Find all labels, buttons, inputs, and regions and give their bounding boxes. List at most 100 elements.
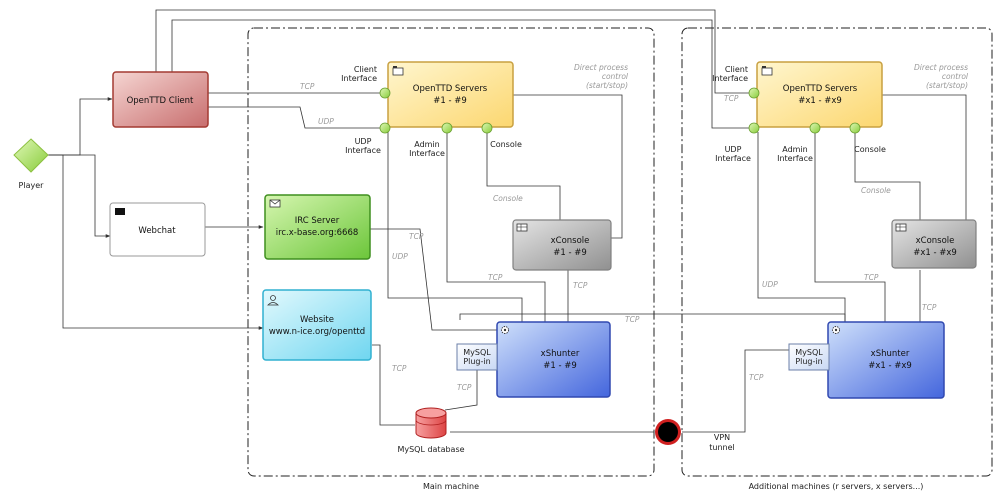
edge-admin-add xyxy=(814,132,886,322)
folder-icon xyxy=(392,66,404,76)
protocol-label: TCP xyxy=(864,273,879,282)
edge-player-website xyxy=(48,154,264,330)
console-port-add[interactable] xyxy=(849,122,861,134)
protocol-label: Console xyxy=(861,186,891,195)
irc-server-title: IRC Server xyxy=(295,216,340,226)
protocol-label: TCP xyxy=(573,281,588,290)
protocol-label: TCP xyxy=(724,94,739,103)
admin-interface-port-add[interactable] xyxy=(809,122,821,134)
openttd-servers-add-node[interactable]: OpenTTD Servers #x1 - #x9 xyxy=(756,61,883,128)
connections xyxy=(48,9,967,433)
servers-add-range: #x1 - #x9 xyxy=(798,96,842,106)
vpn-tunnel-label: tunnel xyxy=(709,443,735,452)
edge-vpn-plugin-add xyxy=(682,349,790,433)
console-port-main[interactable] xyxy=(481,122,493,134)
edge-console-add xyxy=(854,132,921,220)
vpn-tunnel-label: VPN xyxy=(714,433,730,442)
gear-icon xyxy=(832,326,840,334)
table-icon xyxy=(895,223,907,232)
mysql-plugin-add-label: Plug-in xyxy=(795,357,822,366)
xshunter-add-range: #x1 - #x9 xyxy=(868,361,912,371)
xshunter-main-range: #1 - #9 xyxy=(543,361,577,371)
edge-console-main xyxy=(486,132,561,220)
edge-client-udp-add xyxy=(171,19,752,129)
client-interface-port-main[interactable] xyxy=(379,87,391,99)
svg-text:Direct process: Direct process xyxy=(914,63,968,72)
player-actor[interactable]: Player xyxy=(13,138,49,190)
openttd-servers-main-node[interactable]: OpenTTD Servers #1 - #9 xyxy=(387,61,514,128)
admin-interface-label-add: Interface xyxy=(777,154,813,163)
website-title: Website xyxy=(300,315,334,325)
mysql-plugin-main[interactable]: MySQL Plug-in xyxy=(456,343,498,371)
edge-website-db xyxy=(372,344,415,426)
openttd-client-node[interactable]: OpenTTD Client xyxy=(112,71,209,128)
mysql-database-node[interactable]: MySQL database xyxy=(397,407,465,454)
protocol-label: TCP xyxy=(922,303,937,312)
direct-control-annotation-main: Direct process control (start/stop) xyxy=(574,63,629,90)
protocol-label: Console xyxy=(493,194,523,203)
webchat-label: Webchat xyxy=(138,226,176,236)
player-diamond-icon xyxy=(13,138,49,173)
xconsole-add-node[interactable]: xConsole #x1 - #x9 xyxy=(891,219,977,269)
xconsole-main-range: #1 - #9 xyxy=(553,248,587,258)
client-interface-label-main: Client xyxy=(354,65,377,74)
xshunter-main-node[interactable]: xShunter #1 - #9 xyxy=(496,321,611,398)
main-machine-boundary xyxy=(247,27,655,477)
console-label-add: Console xyxy=(854,145,886,154)
edge-irc-xshunter-add xyxy=(459,313,846,322)
vpn-tunnel-node[interactable]: VPN tunnel xyxy=(655,419,735,452)
xshunter-add-node[interactable]: xShunter #x1 - #x9 xyxy=(827,321,945,399)
protocol-label: TCP xyxy=(457,383,472,392)
xshunter-main-title: xShunter xyxy=(541,349,580,359)
protocol-label: TCP xyxy=(749,373,764,382)
user-icon xyxy=(267,295,279,306)
svg-text:Direct process: Direct process xyxy=(574,63,628,72)
protocol-label: TCP xyxy=(392,364,407,373)
console-label-main: Console xyxy=(490,140,522,149)
admin-interface-label-main: Interface xyxy=(409,149,445,158)
admin-interface-label-main: Admin xyxy=(414,140,440,149)
udp-interface-port-main[interactable] xyxy=(379,122,391,134)
protocol-label: TCP xyxy=(300,82,315,91)
client-interface-port-add[interactable] xyxy=(748,87,760,99)
main-machine-label: Main machine xyxy=(423,482,479,491)
svg-text:control: control xyxy=(942,72,969,81)
client-interface-label-add: Interface xyxy=(712,74,748,83)
direct-control-annotation-add: Direct process control (start/stop) xyxy=(914,63,969,90)
udp-interface-label-add: UDP xyxy=(725,145,742,154)
xconsole-add-range: #x1 - #x9 xyxy=(913,248,957,258)
edge-admin-main xyxy=(446,132,546,322)
edge-udp-main xyxy=(387,132,523,322)
mysql-database-label: MySQL database xyxy=(397,445,464,454)
admin-interface-port-main[interactable] xyxy=(441,122,453,134)
irc-server-address: irc.x-base.org:6668 xyxy=(276,228,359,238)
mysql-plugin-add-label: MySQL xyxy=(795,348,823,357)
player-label: Player xyxy=(19,181,45,190)
mysql-plugin-add[interactable]: MySQL Plug-in xyxy=(788,343,830,371)
protocol-labels: TCP UDP Console TCP UDP TCP TCP TCP TCP … xyxy=(300,82,937,392)
udp-interface-port-add[interactable] xyxy=(748,122,760,134)
protocol-label: TCP xyxy=(409,232,424,241)
xconsole-main-node[interactable]: xConsole #1 - #9 xyxy=(512,219,612,271)
protocol-label: UDP xyxy=(762,280,778,289)
additional-machines-label: Additional machines (r servers, x server… xyxy=(749,482,924,491)
website-node[interactable]: Website www.n-ice.org/openttd xyxy=(262,289,372,361)
protocol-label: UDP xyxy=(392,252,408,261)
envelope-icon xyxy=(269,199,281,208)
client-interface-label-main: Interface xyxy=(341,74,377,83)
xconsole-add-title: xConsole xyxy=(916,236,955,246)
edge-player-client xyxy=(48,97,113,156)
xconsole-main-title: xConsole xyxy=(551,236,590,246)
table-icon xyxy=(516,223,528,232)
webchat-node[interactable]: Webchat xyxy=(109,202,206,257)
protocol-label: TCP xyxy=(625,315,640,324)
edge-client-udp-main xyxy=(208,106,382,129)
edge-direct-control-add xyxy=(882,94,967,241)
edge-plugin-db-main xyxy=(444,362,478,411)
svg-text:(start/stop): (start/stop) xyxy=(586,81,628,90)
edge-direct-control-main xyxy=(512,94,623,239)
irc-server-node[interactable]: IRC Server irc.x-base.org:6668 xyxy=(264,194,371,260)
folder-icon xyxy=(761,66,773,76)
